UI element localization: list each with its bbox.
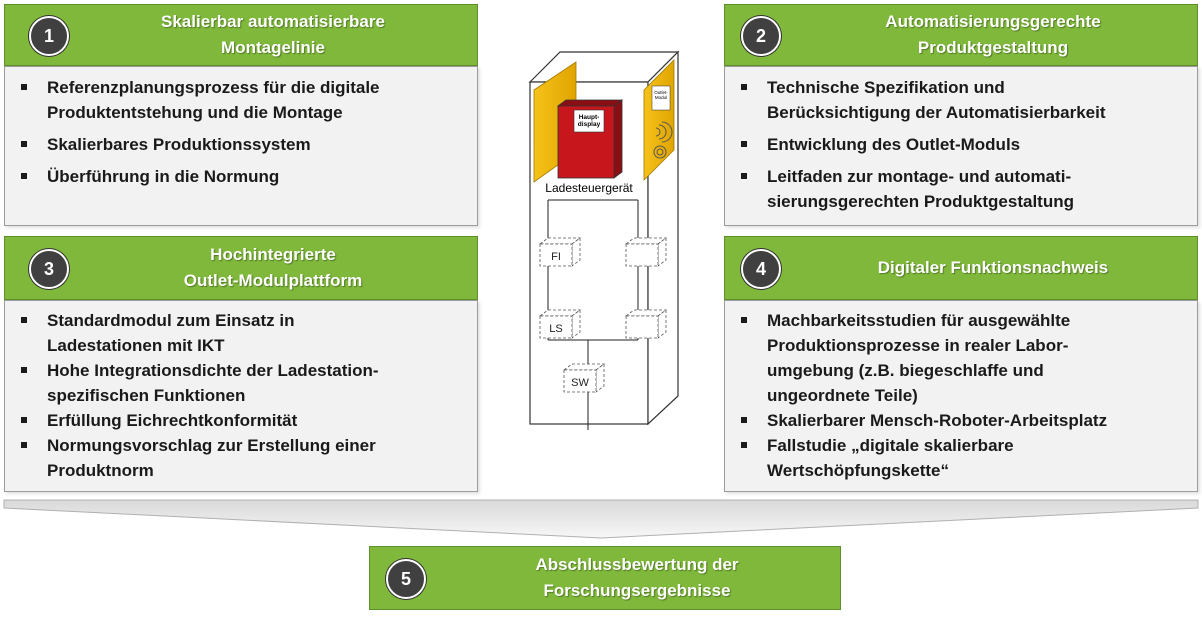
display-label-line: Haupt- xyxy=(579,114,600,121)
convergence-arrow xyxy=(3,499,1199,539)
main-display: Haupt-display xyxy=(556,99,624,179)
panel-2: 2 Automatisierungsgerechte Produktgestal… xyxy=(724,4,1198,226)
bullet-text: Technische Spezifikation und Berücksicht… xyxy=(767,78,1106,122)
bullet-square-icon xyxy=(741,442,747,448)
controller-label-line: Ladesteuergerät xyxy=(545,181,633,195)
panel-1-body: Referenzplanungsprozess für die digitale… xyxy=(4,66,478,226)
outlet-module-label: Outlet-Modul xyxy=(654,90,668,100)
bullet-square-icon xyxy=(741,417,747,423)
display-label: Haupt-display xyxy=(578,114,601,128)
bullet-square-icon xyxy=(21,442,27,448)
bullet-text: Überführung in die Normung xyxy=(47,167,280,186)
bullet: Skalierbares Produktionssystem xyxy=(19,132,467,157)
panel-2-bullets: Technische Spezifikation und Berücksicht… xyxy=(739,75,1187,221)
bullet: Technische Spezifikation und Berücksicht… xyxy=(739,75,1187,125)
step-number-2: 2 xyxy=(741,16,781,56)
module-right-upper xyxy=(624,237,668,267)
bullet-text: Normungsvorschlag zur Erstellung einer P… xyxy=(47,436,376,480)
wireless-icon xyxy=(655,121,673,143)
module-sw-label-line: SW xyxy=(571,377,589,389)
bullet: Skalierbarer Mensch-Roboter-Arbeitsplatz xyxy=(739,408,1187,433)
panel-3: 3 Hochintegrierte Outlet-Modulplattform … xyxy=(4,236,478,492)
bullet-text: Standardmodul zum Einsatz in Ladestation… xyxy=(47,311,295,355)
bullet-text: Entwicklung des Outlet-Moduls xyxy=(767,135,1021,154)
bullet-square-icon xyxy=(741,141,747,147)
controller-label: Ladesteuergerät xyxy=(545,181,633,195)
bullet-text: Machbarkeitsstudien für ausgewählte Prod… xyxy=(767,311,1071,405)
bullet-square-icon xyxy=(21,141,27,147)
panel-1-title: Skalierbar automatisierbare Montagelinie xyxy=(161,12,385,57)
panel-4-body: Machbarkeitsstudien für ausgewählte Prod… xyxy=(724,300,1198,492)
bullet: Hohe Integrationsdichte der Ladestation-… xyxy=(19,358,467,408)
bullet-square-icon xyxy=(741,84,747,90)
bullet: Fallstudie „digitale skalierbare Wertsch… xyxy=(739,433,1187,483)
panel-2-title: Automatisierungsgerechte Produktgestaltu… xyxy=(885,12,1101,57)
module-sw-label: SW xyxy=(571,377,589,389)
step-number-4: 4 xyxy=(741,249,781,289)
bullet-text: Referenzplanungsprozess für die digitale… xyxy=(47,78,380,122)
bullet-square-icon xyxy=(741,317,747,323)
bullet-text: Skalierbares Produktionssystem xyxy=(47,135,311,154)
panel-4-title: Digitaler Funktionsnachweis xyxy=(877,258,1109,277)
bullet-square-icon xyxy=(21,173,27,179)
module-ls: LS xyxy=(538,309,582,339)
module-ls-label-line: LS xyxy=(549,323,562,335)
panel-4-bullets: Machbarkeitsstudien für ausgewählte Prod… xyxy=(739,308,1187,483)
bullet-text: Leitfaden zur montage- und automati- sie… xyxy=(767,167,1074,211)
bullet: Überführung in die Normung xyxy=(19,164,467,189)
panel-4: 4 Digitaler Funktionsnachweis Machbarkei… xyxy=(724,236,1198,492)
panel-3-body: Standardmodul zum Einsatz in Ladestation… xyxy=(4,300,478,492)
display-label-line: display xyxy=(578,121,601,128)
module-ls-label: LS xyxy=(549,323,562,335)
bullet: Entwicklung des Outlet-Moduls xyxy=(739,132,1187,157)
bullet: Erfüllung Eichrechtkonformität xyxy=(19,408,467,433)
panel-4-header: 4 Digitaler Funktionsnachweis xyxy=(724,236,1198,300)
outlet-label-line: Outlet- xyxy=(654,90,668,95)
panel-1-bullets: Referenzplanungsprozess für die digitale… xyxy=(19,75,467,196)
bullet-square-icon xyxy=(21,317,27,323)
module-fi-label-line: FI xyxy=(551,251,561,263)
bullet: Referenzplanungsprozess für die digitale… xyxy=(19,75,467,125)
panel-5-title: Abschlussbewertung der Forschungsergebni… xyxy=(535,555,739,600)
panel-5-header: 5 Abschlussbewertung der Forschungsergeb… xyxy=(369,546,841,610)
convergence-arrow-shape xyxy=(3,499,1199,539)
bullet-square-icon xyxy=(741,173,747,179)
socket-icon xyxy=(653,145,667,159)
step-number-1: 1 xyxy=(29,16,69,56)
bullet-text: Erfüllung Eichrechtkonformität xyxy=(47,411,298,430)
panel-1: 1 Skalierbar automatisierbare Montagelin… xyxy=(4,4,478,226)
panel-3-title: Hochintegrierte Outlet-Modulplattform xyxy=(183,245,363,290)
bullet-text: Hohe Integrationsdichte der Ladestation-… xyxy=(47,361,379,405)
panel-3-bullets: Standardmodul zum Einsatz in Ladestation… xyxy=(19,308,467,483)
bullet: Machbarkeitsstudien für ausgewählte Prod… xyxy=(739,308,1187,408)
bullet-text: Skalierbarer Mensch-Roboter-Arbeitsplatz xyxy=(767,411,1108,430)
bullet-square-icon xyxy=(21,417,27,423)
module-fi-label: FI xyxy=(551,251,561,263)
panel-1-header: 1 Skalierbar automatisierbare Montagelin… xyxy=(4,4,478,66)
panel-2-body: Technische Spezifikation und Berücksicht… xyxy=(724,66,1198,226)
outlet-module: Outlet-Modul xyxy=(651,85,673,159)
panel-3-header: 3 Hochintegrierte Outlet-Modulplattform xyxy=(4,236,478,300)
module-fi: FI xyxy=(538,237,582,267)
panel-5: 5 Abschlussbewertung der Forschungsergeb… xyxy=(369,546,841,610)
bullet: Leitfaden zur montage- und automati- sie… xyxy=(739,164,1187,214)
bullet-square-icon xyxy=(21,367,27,373)
step-number-5: 5 xyxy=(386,559,426,599)
bullet-text: Fallstudie „digitale skalierbare Wertsch… xyxy=(767,436,1014,480)
module-sw: SW xyxy=(562,363,606,393)
charging-station-illustration: Haupt-display Outlet-Modul Ladesteuerger… xyxy=(528,50,680,430)
module-right-lower xyxy=(624,309,668,339)
bullet: Standardmodul zum Einsatz in Ladestation… xyxy=(19,308,467,358)
bullet-square-icon xyxy=(21,84,27,90)
step-number-3: 3 xyxy=(29,249,69,289)
outlet-label-line: Modul xyxy=(655,95,667,100)
bullet: Normungsvorschlag zur Erstellung einer P… xyxy=(19,433,467,483)
panel-2-header: 2 Automatisierungsgerechte Produktgestal… xyxy=(724,4,1198,66)
